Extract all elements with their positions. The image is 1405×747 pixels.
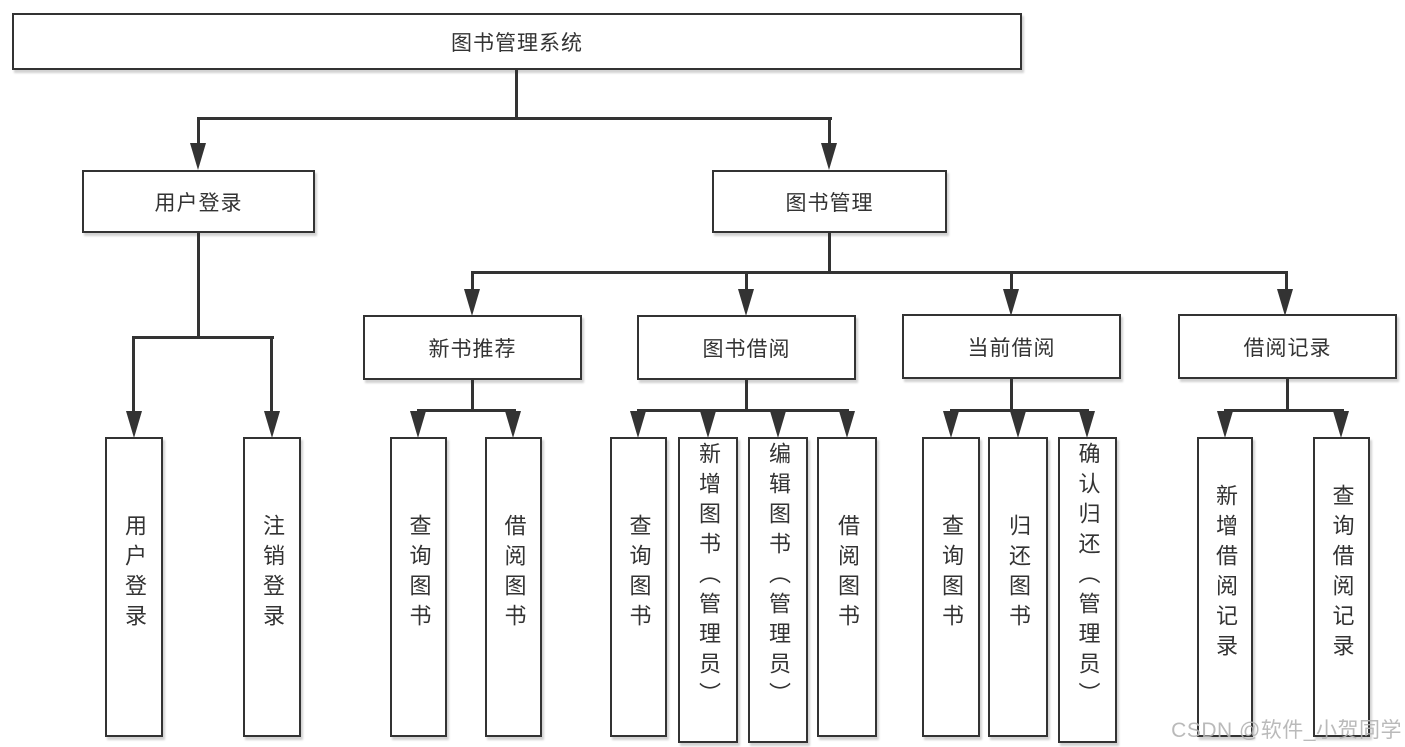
leaf-br-add-record-label: 新增借阅记录 xyxy=(1213,484,1238,664)
leaf-br-add-record: 新增借阅记录 xyxy=(1197,437,1253,737)
arrowhead-new-book-rec xyxy=(464,289,480,316)
connector-bb-stem xyxy=(745,380,748,411)
leaf-nbr-borrow-books: 借阅图书 xyxy=(485,437,542,737)
connector-cb-hbar xyxy=(950,409,1089,412)
connector-nbr-hbar xyxy=(417,409,516,412)
leaf-nbr-query-books-label: 查询图书 xyxy=(406,514,432,634)
connector-br-hbar xyxy=(1224,409,1344,412)
node-book-mgmt-label: 图书管理 xyxy=(785,191,874,215)
connector-new-book-rec-drop xyxy=(471,271,474,291)
node-current-borrow-label: 当前借阅 xyxy=(967,336,1056,360)
connector-book-mgmt-drop xyxy=(828,117,831,145)
connector-nbr-stem xyxy=(471,380,474,411)
node-book-borrow-label: 图书借阅 xyxy=(702,337,791,361)
connector-root-hbar xyxy=(197,117,832,120)
connector-book-borrow-drop xyxy=(745,271,748,291)
leaf-bb-borrow-books-label: 借阅图书 xyxy=(835,514,860,634)
leaf-br-query-record-label: 查询借阅记录 xyxy=(1329,484,1355,664)
node-new-book-rec-label: 新书推荐 xyxy=(428,337,517,361)
connector-leaf-user-login-drop xyxy=(132,336,135,413)
arrowhead-bb-edit xyxy=(770,411,786,438)
node-borrow-records-label: 借阅记录 xyxy=(1243,336,1332,360)
leaf-nbr-borrow-books-label: 借阅图书 xyxy=(501,514,527,634)
node-root-label: 图书管理系统 xyxy=(451,31,583,55)
arrowhead-cb-query xyxy=(943,411,959,438)
connector-user-branch-stem xyxy=(197,233,200,339)
leaf-user-login: 用户登录 xyxy=(105,437,163,737)
leaf-cb-confirm-return-admin-label: 确认归还（管理员） xyxy=(1075,442,1101,712)
arrowhead-cb-return xyxy=(1010,411,1026,438)
node-book-borrow: 图书借阅 xyxy=(637,315,856,380)
node-book-mgmt: 图书管理 xyxy=(712,170,947,233)
connector-br-stem xyxy=(1286,379,1289,411)
arrowhead-nbr-borrow xyxy=(505,411,521,438)
node-borrow-records: 借阅记录 xyxy=(1178,314,1397,379)
node-new-book-rec: 新书推荐 xyxy=(363,315,582,380)
leaf-bb-add-books-admin-label: 新增图书（管理员） xyxy=(696,442,721,712)
arrowhead-book-mgmt xyxy=(821,143,837,170)
leaf-bb-query-books: 查询图书 xyxy=(610,437,667,737)
connector-root-stem xyxy=(515,68,518,119)
arrowhead-book-borrow xyxy=(738,289,754,316)
leaf-cb-confirm-return-admin: 确认归还（管理员） xyxy=(1058,437,1117,743)
node-user-login: 用户登录 xyxy=(82,170,315,233)
arrowhead-br-query xyxy=(1333,411,1349,438)
connector-current-borrow-drop xyxy=(1010,271,1013,291)
leaf-bb-edit-books-admin-label: 编辑图书（管理员） xyxy=(766,442,791,712)
connector-mgmt-branch-hbar xyxy=(471,271,1288,274)
arrowhead-bb-borrow xyxy=(839,411,855,438)
arrowhead-nbr-query xyxy=(410,411,426,438)
connector-leaf-logout-drop xyxy=(270,336,273,413)
watermark: CSDN @软件_小贺同学 xyxy=(1171,719,1402,742)
leaf-bb-query-books-label: 查询图书 xyxy=(626,514,652,634)
connector-bb-hbar xyxy=(637,409,849,412)
connector-user-branch-hbar xyxy=(132,336,274,339)
arrowhead-cb-confirm xyxy=(1079,411,1095,438)
arrowhead-user-login xyxy=(190,143,206,170)
arrowhead-bb-add xyxy=(700,411,716,438)
arrowhead-current-borrow xyxy=(1003,289,1019,316)
arrowhead-leaf-logout xyxy=(264,411,280,438)
leaf-cb-query-books-label: 查询图书 xyxy=(939,514,964,634)
connector-user-login-drop xyxy=(197,117,200,145)
node-user-login-label: 用户登录 xyxy=(154,191,243,215)
connector-mgmt-branch-stem xyxy=(828,233,831,273)
leaf-bb-edit-books-admin: 编辑图书（管理员） xyxy=(748,437,808,743)
leaf-cb-return-books-label: 归还图书 xyxy=(1006,514,1031,634)
leaf-bb-add-books-admin: 新增图书（管理员） xyxy=(678,437,738,743)
leaf-cb-query-books: 查询图书 xyxy=(922,437,980,737)
leaf-logout: 注销登录 xyxy=(243,437,301,737)
arrowhead-borrow-records xyxy=(1277,289,1293,316)
arrowhead-br-add xyxy=(1217,411,1233,438)
node-current-borrow: 当前借阅 xyxy=(902,314,1121,379)
leaf-logout-label: 注销登录 xyxy=(260,514,285,634)
leaf-nbr-query-books: 查询图书 xyxy=(390,437,447,737)
leaf-user-login-label: 用户登录 xyxy=(122,514,147,634)
connector-borrow-records-drop xyxy=(1285,271,1288,291)
leaf-br-query-record: 查询借阅记录 xyxy=(1313,437,1370,737)
arrowhead-leaf-user-login xyxy=(126,411,142,438)
connector-cb-stem xyxy=(1010,379,1013,411)
arrowhead-bb-query xyxy=(630,411,646,438)
leaf-bb-borrow-books: 借阅图书 xyxy=(817,437,877,737)
leaf-cb-return-books: 归还图书 xyxy=(988,437,1048,737)
node-root: 图书管理系统 xyxy=(12,13,1022,70)
